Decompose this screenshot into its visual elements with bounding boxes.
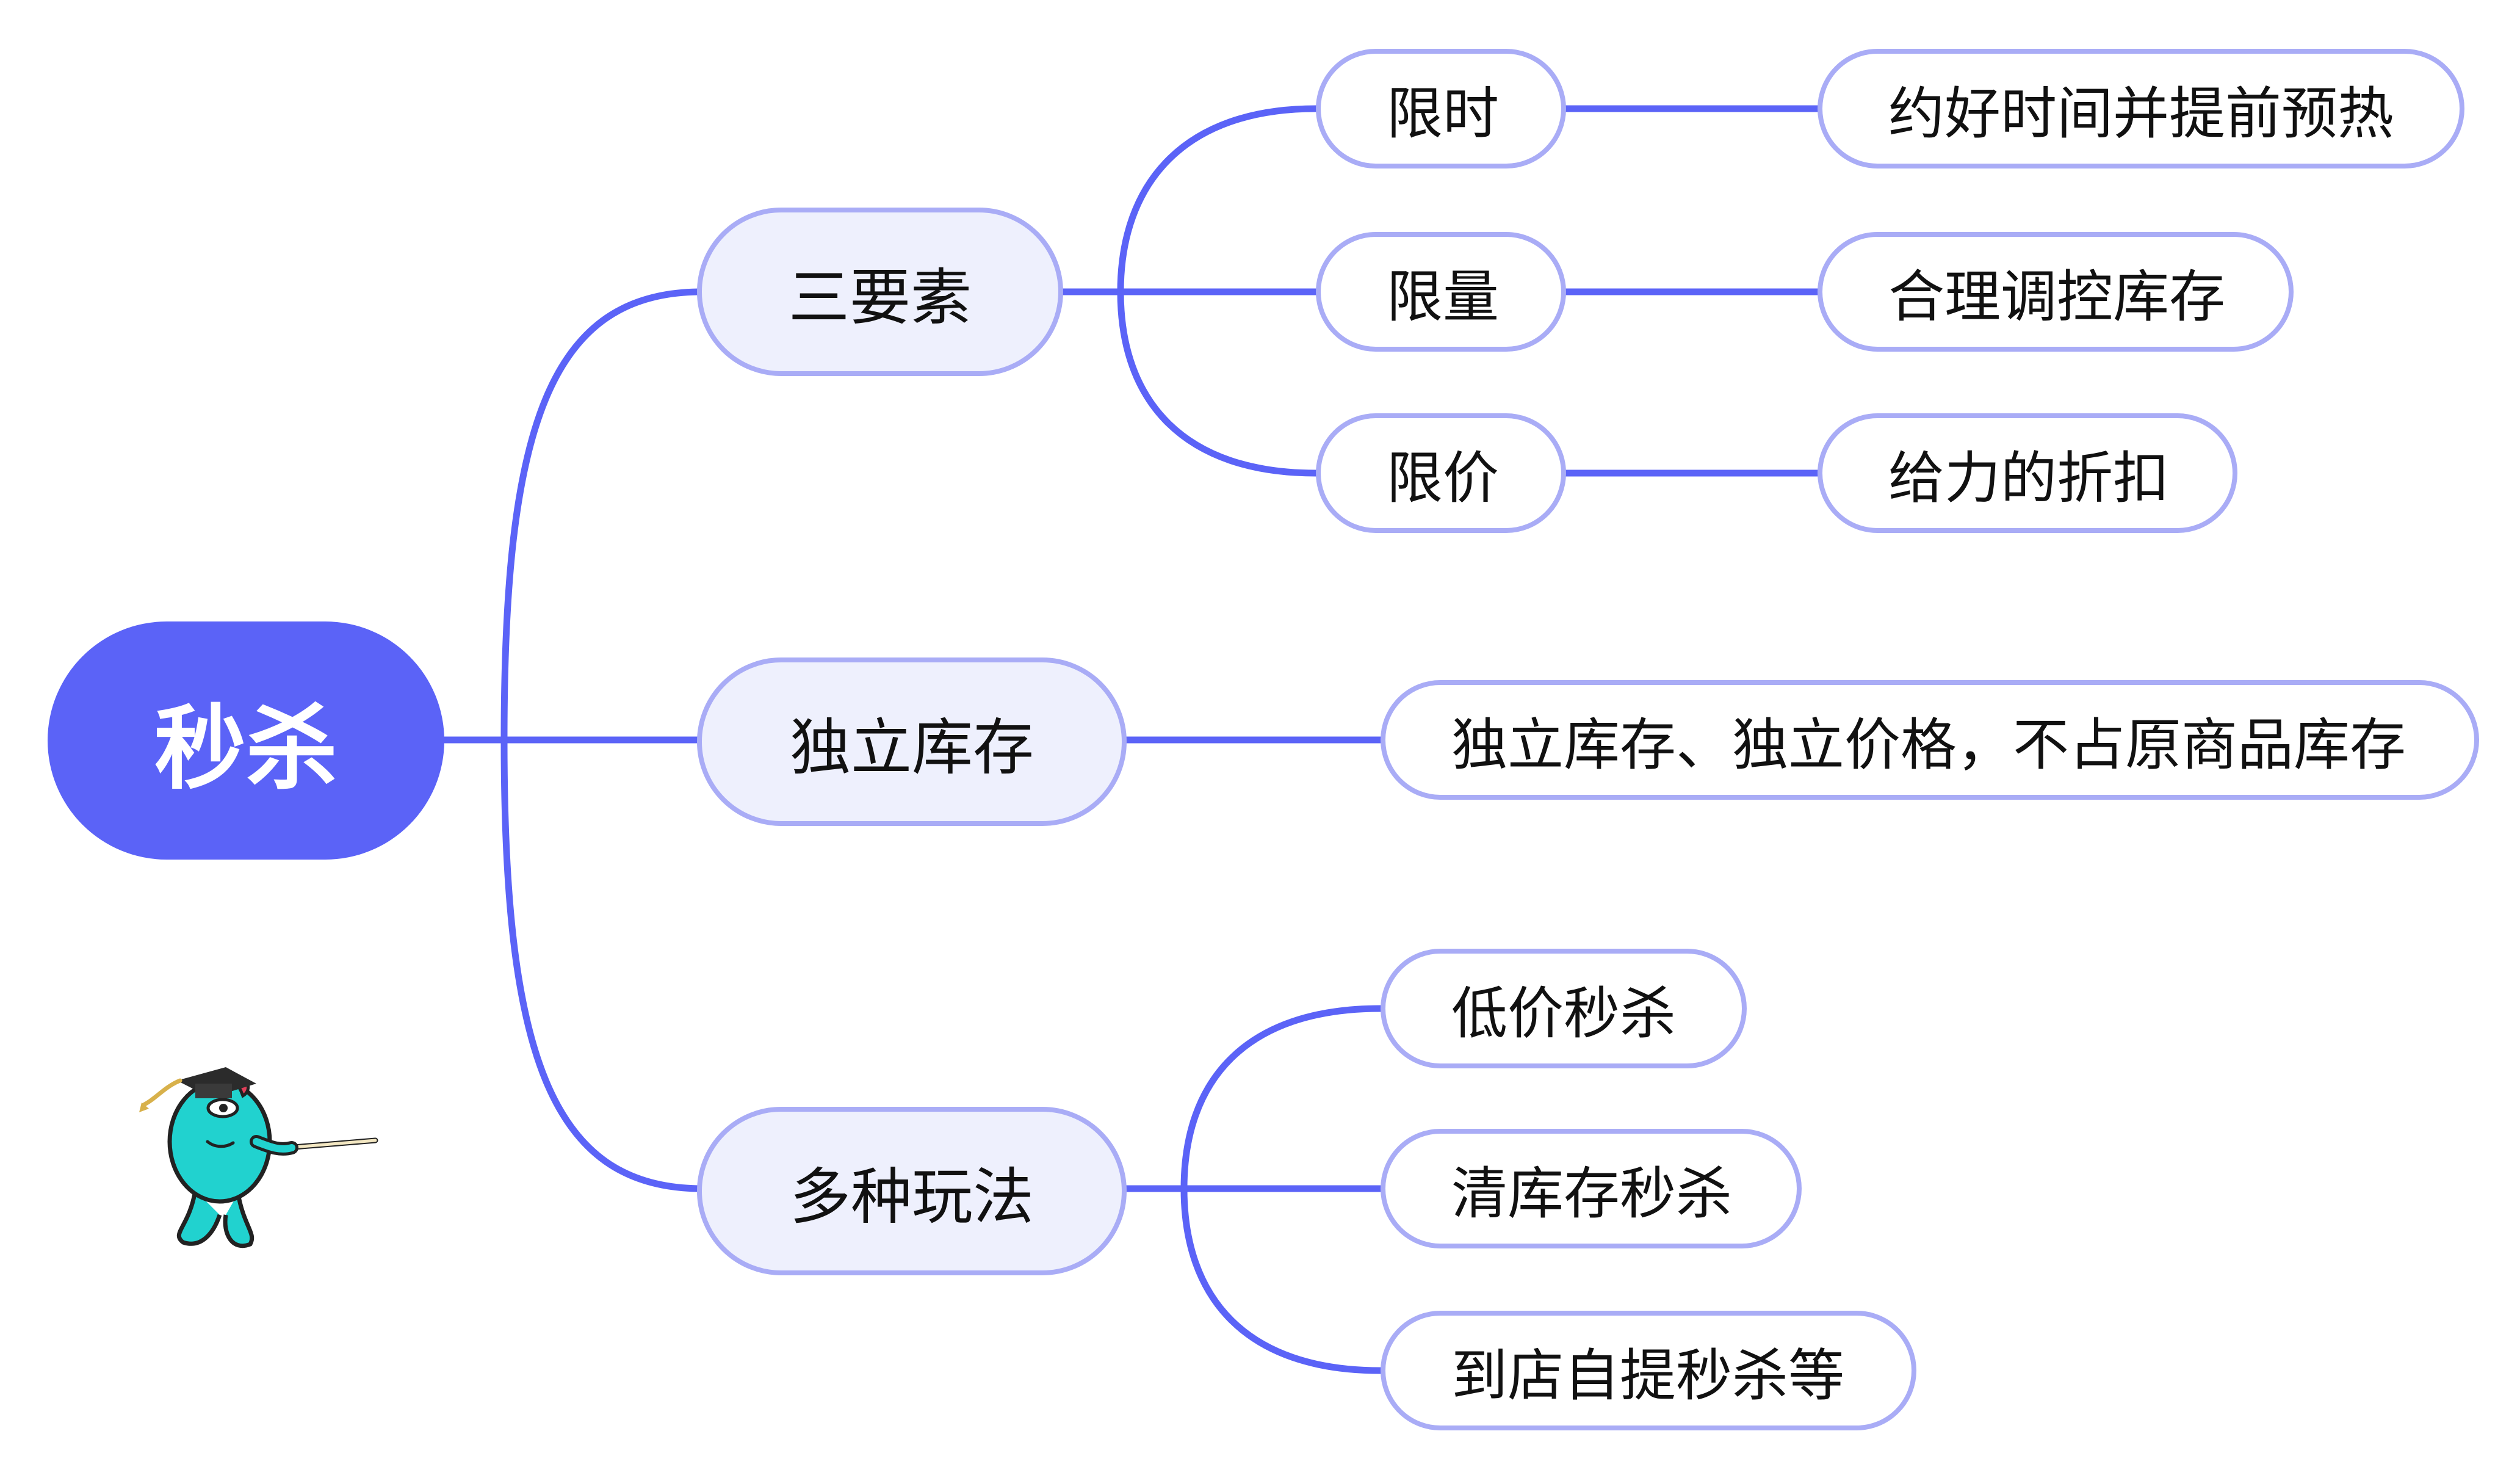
root-label: 秒杀 xyxy=(154,695,338,802)
connector-gameplay-to-low-price xyxy=(1118,1005,1384,1192)
detail-label: 独立库存、独立价格，不占原商品库存 xyxy=(1451,712,2406,778)
detail-limited-quantity[interactable]: 合理调控库存 xyxy=(1818,232,2294,352)
connector-three-elements-to-limited-price xyxy=(1117,288,1320,477)
node-pickup-flash-sale[interactable]: 到店自提秒杀等 xyxy=(1381,1311,1916,1430)
node-clearance-flash-sale[interactable]: 清库存秒杀 xyxy=(1381,1129,1802,1248)
branch-label: 多种玩法 xyxy=(790,1161,1034,1233)
node-label: 限时 xyxy=(1387,81,1500,147)
detail-label: 约好时间并提前预热 xyxy=(1888,81,2394,147)
node-label: 低价秒杀 xyxy=(1451,980,1677,1046)
detail-limited-time[interactable]: 约好时间并提前预热 xyxy=(1818,49,2464,168)
node-label: 清库存秒杀 xyxy=(1451,1161,1733,1226)
detail-limited-price[interactable]: 给力的折扣 xyxy=(1818,413,2237,533)
detail-independent-stock[interactable]: 独立库存、独立价格，不占原商品库存 xyxy=(1381,680,2479,800)
branch-label: 三要素 xyxy=(789,261,972,333)
branch-gameplay[interactable]: 多种玩法 xyxy=(697,1107,1127,1275)
branch-three-elements[interactable]: 三要素 xyxy=(697,208,1063,376)
node-low-price-flash-sale[interactable]: 低价秒杀 xyxy=(1381,949,1747,1068)
node-limited-quantity[interactable]: 限量 xyxy=(1316,232,1566,352)
node-limited-time[interactable]: 限时 xyxy=(1316,49,1566,168)
node-label: 限价 xyxy=(1387,445,1500,511)
node-label: 限量 xyxy=(1387,264,1500,330)
detail-label: 给力的折扣 xyxy=(1888,445,2170,511)
root-node[interactable]: 秒杀 xyxy=(48,621,444,860)
connector-three-elements-to-limited-time xyxy=(1055,105,1320,295)
node-limited-price[interactable]: 限价 xyxy=(1316,413,1566,533)
branch-independent-stock[interactable]: 独立库存 xyxy=(697,657,1127,826)
detail-label: 合理调控库存 xyxy=(1888,264,2226,330)
connector-root-to-gameplay xyxy=(500,736,706,1192)
branch-label: 独立库存 xyxy=(790,711,1034,783)
connector-root-to-three-elements xyxy=(437,288,706,744)
node-label: 到店自提秒杀等 xyxy=(1451,1342,1845,1408)
connector-gameplay-to-pickup xyxy=(1180,1185,1384,1374)
mascot-icon xyxy=(139,1067,378,1248)
